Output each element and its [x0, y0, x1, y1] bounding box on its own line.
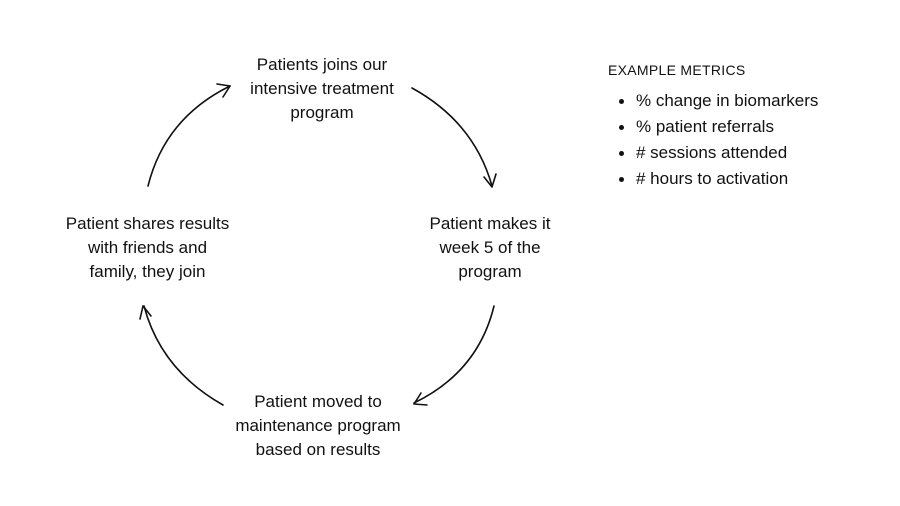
metric-item: % change in biomarkers — [608, 88, 888, 114]
arrow-right-to-bottom — [413, 305, 495, 406]
cycle-step-week-5: Patient makes it week 5 of the program — [395, 212, 585, 284]
step-text-line: with friends and — [87, 238, 208, 257]
arrow-bottom-to-left — [139, 305, 224, 406]
bullet-icon — [619, 151, 624, 156]
step-text-line: program — [458, 262, 522, 281]
metric-item: # sessions attended — [608, 140, 888, 166]
step-text-line: week 5 of the — [439, 238, 541, 257]
step-text-line: Patients joins our — [256, 55, 388, 74]
metric-item: # hours to activation — [608, 166, 888, 192]
bullet-icon — [619, 177, 624, 182]
step-text-line: Patient shares results — [65, 214, 230, 233]
metric-label: # sessions attended — [636, 143, 788, 162]
metric-item: % patient referrals — [608, 114, 888, 140]
metrics-list: % change in biomarkers % patient referra… — [608, 88, 888, 192]
cycle-step-maintenance: Patient moved to maintenance program bas… — [218, 390, 418, 462]
step-text-line: based on results — [255, 440, 381, 459]
arrow-left-to-top — [147, 83, 231, 187]
metric-label: % patient referrals — [636, 117, 774, 136]
metric-label: % change in biomarkers — [636, 91, 819, 110]
cycle-step-share-results: Patient shares results with friends and … — [45, 212, 250, 284]
metric-label: # hours to activation — [636, 169, 789, 188]
metrics-title: EXAMPLE METRICS — [608, 62, 746, 78]
bullet-icon — [619, 99, 624, 104]
cycle-step-join-program: Patients joins our intensive treatment p… — [222, 53, 422, 125]
step-text-line: program — [290, 103, 354, 122]
step-text-line: maintenance program — [235, 416, 401, 435]
arrow-top-to-right — [411, 87, 497, 188]
step-text-line: family, they join — [89, 262, 206, 281]
bullet-icon — [619, 125, 624, 130]
step-text-line: Patient makes it — [429, 214, 551, 233]
step-text-line: Patient moved to — [254, 392, 382, 411]
example-metrics-panel: EXAMPLE METRICS % change in biomarkers %… — [608, 60, 888, 192]
step-text-line: intensive treatment — [250, 79, 394, 98]
